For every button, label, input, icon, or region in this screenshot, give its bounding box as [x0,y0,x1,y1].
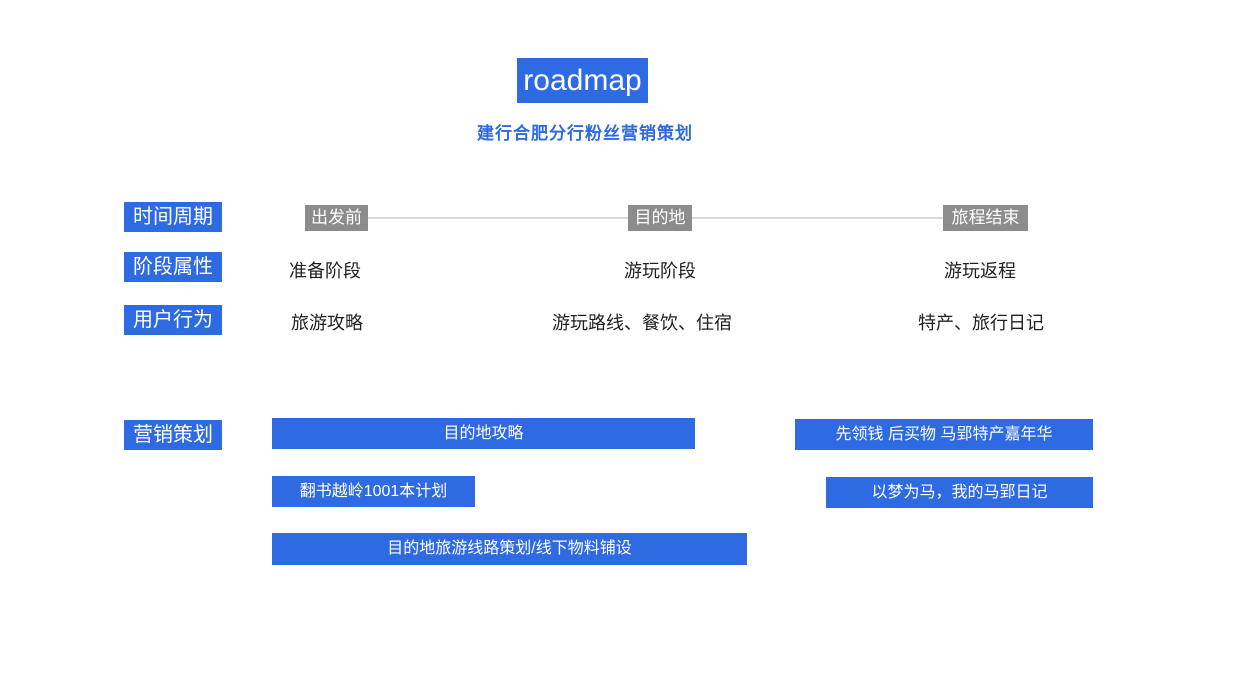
campaign-bar-specialty-carnival: 先领钱 后买物 马郢特产嘉年华 [795,419,1093,450]
campaign-bar-destination-guide: 目的地攻略 [272,418,695,449]
campaign-bar-mayu-diary: 以梦为马，我的马郢日记 [826,477,1093,508]
page-subtitle: 建行合肥分行粉丝营销策划 [477,124,693,143]
campaign-bar-1001-books-plan: 翻书越岭1001本计划 [272,476,475,507]
page-title: roadmap [517,58,648,103]
timeline-stage-before-departure: 出发前 [305,205,368,231]
timeline-stage-trip-end: 旅程结束 [943,205,1028,231]
campaign-bar-route-planning-offline-materials: 目的地旅游线路策划/线下物料铺设 [272,533,747,565]
row-label-marketing-plan: 营销策划 [124,420,222,450]
behavior-item-travel-guide: 旅游攻略 [291,313,363,333]
row-label-phase-attribute: 阶段属性 [124,252,222,282]
behavior-item-specialty-diary: 特产、旅行日记 [918,313,1044,333]
row-label-time-cycle: 时间周期 [124,202,222,232]
phase-item-playing: 游玩阶段 [624,261,696,281]
row-label-user-behavior: 用户行为 [124,305,222,335]
phase-item-preparation: 准备阶段 [289,261,361,281]
behavior-item-routes-dining-lodging: 游玩路线、餐饮、住宿 [552,313,732,333]
phase-item-return: 游玩返程 [944,261,1016,281]
timeline-stage-destination: 目的地 [628,205,692,231]
